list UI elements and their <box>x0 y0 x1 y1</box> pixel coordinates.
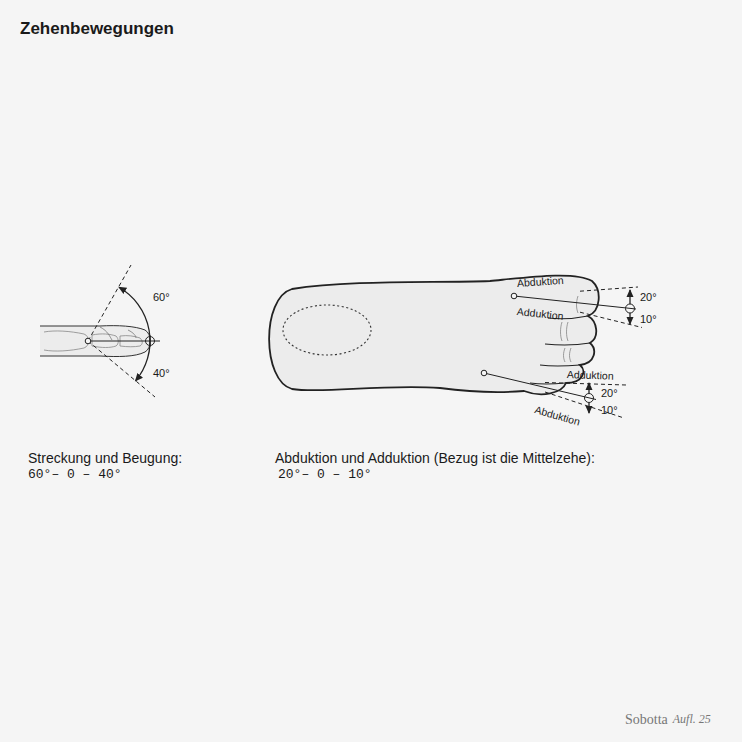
range-arc <box>119 287 150 381</box>
skin-crease <box>100 327 112 340</box>
pivot-point <box>511 293 517 299</box>
big-toe-scale <box>511 287 642 328</box>
angle-label: 20° <box>640 291 657 304</box>
reference-point <box>585 394 594 403</box>
angle-label: 40° <box>153 367 170 380</box>
angle-label: 10° <box>601 404 618 417</box>
foot-outline <box>269 276 599 395</box>
reference-cross <box>150 335 151 347</box>
foot-sole-view <box>269 276 599 395</box>
range-arrow <box>588 383 589 393</box>
dashed-limit-line <box>580 312 642 327</box>
metatarsal-bone <box>44 331 89 351</box>
toe-gap <box>540 365 580 366</box>
angle-label: 10° <box>640 313 657 326</box>
pivot-point <box>85 338 91 344</box>
source-credit: Sobotta <box>625 712 668 728</box>
title: Zehenbewegungen <box>20 19 174 39</box>
movement-label: Adduktion <box>567 368 614 382</box>
flexion-extension-scale <box>85 265 160 397</box>
pivot-point <box>481 370 487 376</box>
caption-heading: Streckung und Beugung: <box>28 450 182 466</box>
range-arrow <box>588 403 589 413</box>
range-arrow <box>629 290 630 304</box>
nail <box>128 330 136 338</box>
dashed-limit-line <box>88 341 155 397</box>
angle-label: 60° <box>153 291 170 304</box>
movement-label: Abduktion <box>533 403 581 427</box>
dashed-limit-line <box>88 265 131 341</box>
toe-crease <box>577 296 579 313</box>
toe-crease <box>564 348 572 362</box>
caption-heading: Abduktion und Adduktion (Bezug ist die M… <box>275 450 595 466</box>
angle-label: 20° <box>601 387 618 400</box>
range-value: 20°– 0 – 10° <box>278 468 372 483</box>
heel-pad <box>283 305 371 355</box>
toe-gap <box>545 343 590 345</box>
toe-crease <box>561 322 569 341</box>
range-arrow <box>629 313 630 324</box>
dashed-limit-line <box>580 287 638 291</box>
reference-point <box>626 304 635 313</box>
edition-note: Aufl. 25 <box>673 713 711 727</box>
range-value: 60°– 0 – 40° <box>28 468 122 483</box>
neutral-line <box>88 341 160 342</box>
dashed-limit-line <box>545 383 626 386</box>
